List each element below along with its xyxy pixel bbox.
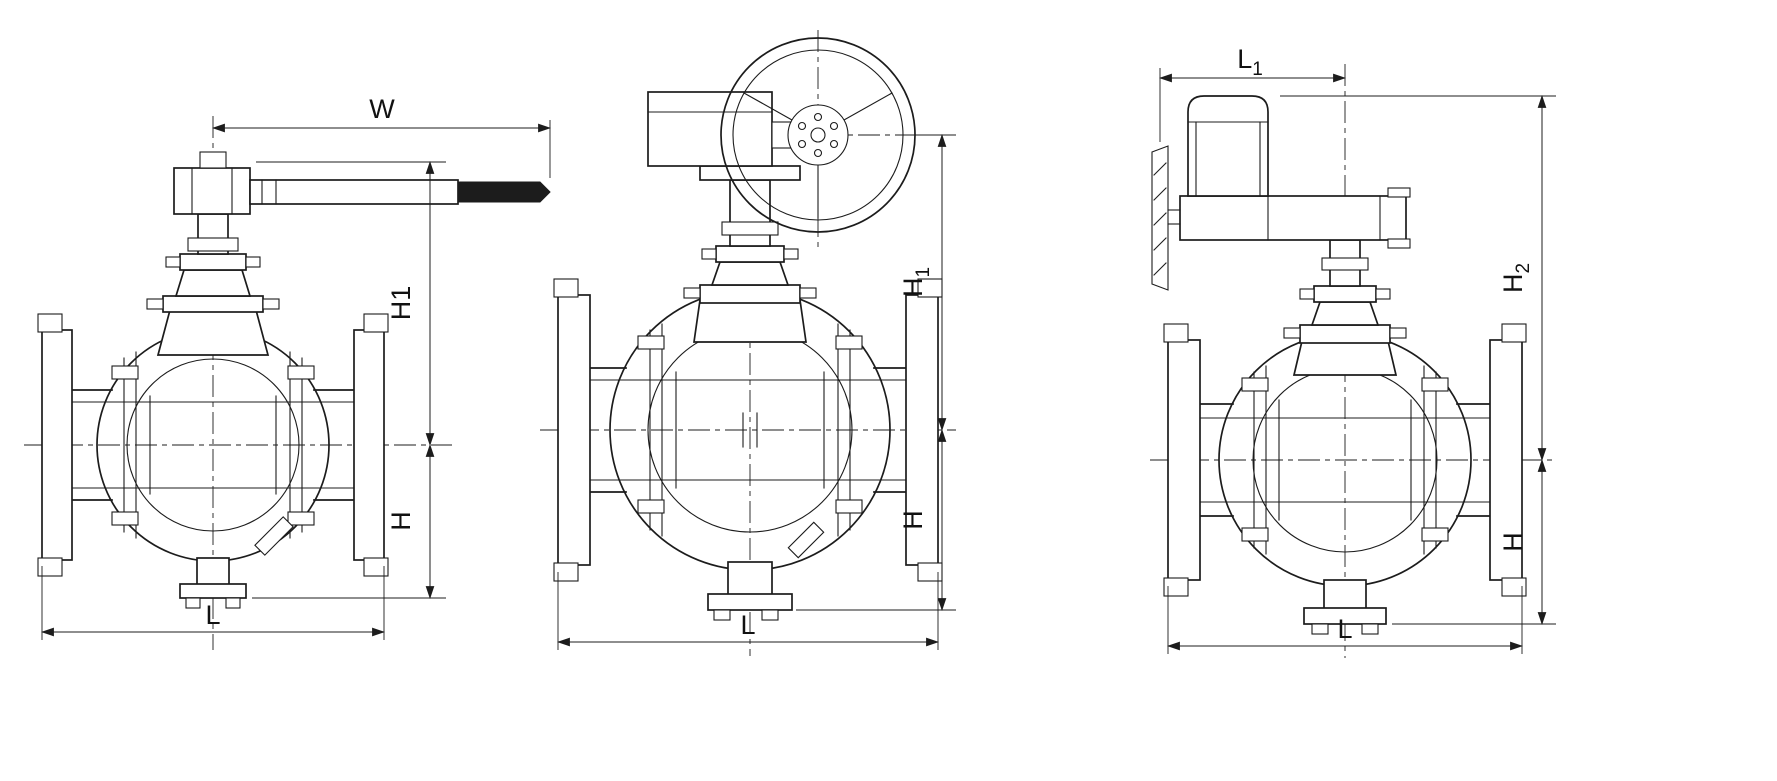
valve-body [37, 313, 389, 577]
body-cap-joints [1241, 365, 1449, 555]
dimension-W: W [211, 94, 552, 178]
drain-assembly [1303, 579, 1387, 635]
dimension-H: H [1392, 458, 1556, 626]
view-gear-operated-valve: H1 H L [540, 30, 956, 656]
dim-label-L: L [205, 600, 220, 630]
side-handwheel [1151, 145, 1181, 291]
dim-label-H: H [386, 511, 416, 531]
dimension-L1: L1 [1158, 44, 1347, 142]
dim-label-H2: H2 [1498, 263, 1534, 293]
body-cap-joints [111, 351, 315, 539]
dim-label-H: H [1498, 532, 1528, 552]
dimension-L: L [40, 566, 386, 640]
end-flange-right [353, 313, 389, 577]
lever-handle [173, 151, 551, 215]
dim-label-H1: H1 [898, 267, 934, 297]
dim-label-H1: H1 [386, 286, 416, 321]
dim-label-W: W [369, 94, 395, 124]
dimension-H2: H2 [1280, 94, 1556, 462]
end-flange-right [1489, 323, 1527, 597]
dimension-H1: H1 [256, 160, 446, 447]
dim-label-L: L [1337, 614, 1352, 644]
end-flange-left [553, 278, 591, 582]
drain-assembly [179, 516, 294, 609]
body-cap-joints [637, 323, 863, 537]
dimension-L: L [1166, 586, 1524, 654]
dim-label-L1: L1 [1237, 44, 1263, 80]
bonnet-and-stem [1283, 239, 1407, 376]
dim-label-H: H [898, 510, 928, 530]
dimension-L: L [556, 572, 940, 650]
valve-body [553, 278, 943, 582]
end-flange-left [1163, 323, 1201, 597]
dimension-H: H [796, 428, 956, 612]
handle-grip [457, 181, 551, 203]
bonnet-and-stem [146, 213, 280, 356]
dimension-H1: H1 [898, 133, 956, 432]
actuator-motor [1187, 95, 1269, 197]
dim-label-L: L [740, 610, 755, 640]
dimension-H: H [252, 443, 446, 600]
view-electric-actuated-valve: L1 H2 H L [1150, 44, 1556, 658]
drain-assembly [707, 521, 825, 621]
bonnet-and-stem [683, 165, 817, 343]
end-flange-right [905, 278, 943, 582]
handwheel [720, 37, 916, 233]
end-flange-left [37, 313, 73, 577]
electric-actuator [1151, 95, 1411, 291]
view-lever-operated-valve: W H1 H L [24, 94, 552, 650]
